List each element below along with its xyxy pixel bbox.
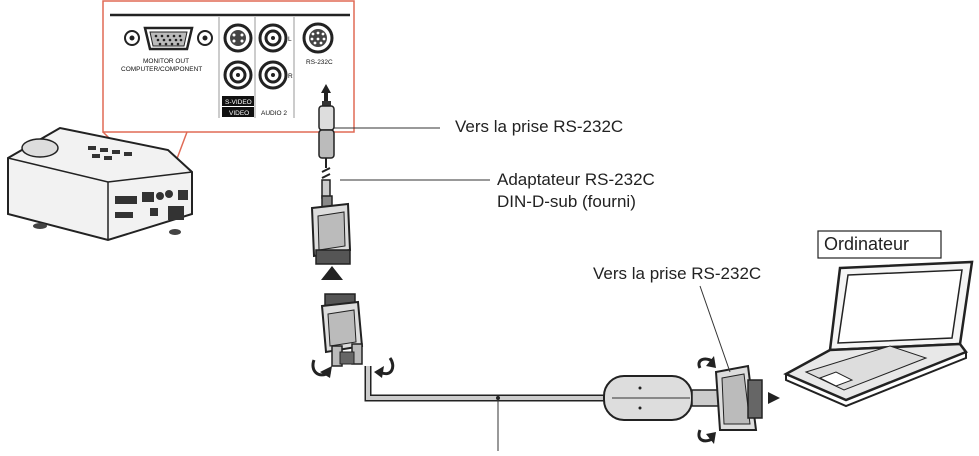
computer-component-label: COMPUTER/COMPONENT — [121, 66, 202, 73]
audio-r-port-icon — [258, 60, 288, 90]
dsub-cable-icon — [311, 293, 610, 402]
projector-icon — [7, 126, 193, 242]
audio2-label: AUDIO 2 — [261, 110, 287, 117]
monitor-out-label: MONITOR OUT — [143, 58, 189, 65]
monitor-out-port-icon — [124, 26, 213, 51]
laptop-icon — [783, 260, 974, 408]
computer-label: Ordinateur — [824, 234, 910, 254]
adapter-label-line1: Adaptateur RS-232C — [497, 170, 655, 189]
computer-label-box — [817, 230, 942, 259]
dsub-right-connector-icon — [691, 285, 780, 444]
s-video-port-icon — [223, 23, 253, 53]
to-rs232c-top-label: Vers la prise RS-232C — [455, 117, 624, 136]
rs232c-panel-label: RS-232C — [306, 59, 333, 66]
din-cable-icon — [318, 84, 440, 199]
audio-r-label: R — [288, 73, 293, 80]
rs232c-port-icon — [302, 22, 334, 54]
audio-l-label: L — [288, 36, 292, 43]
audio-l-port-icon — [258, 23, 288, 53]
din-dsub-adapter-icon — [310, 179, 490, 280]
s-video-label: S-VIDEO — [225, 99, 252, 106]
adapter-label-line2: DIN-D-sub (fourni) — [497, 192, 636, 211]
video-label: VIDEO — [229, 110, 249, 117]
video-port-icon — [223, 60, 253, 90]
to-rs232c-right-label: Vers la prise RS-232C — [593, 264, 762, 283]
ferrite-core-icon — [603, 375, 693, 421]
connector-panel: MONITOR OUT COMPUTER/COMPONENT L — [102, 0, 355, 133]
